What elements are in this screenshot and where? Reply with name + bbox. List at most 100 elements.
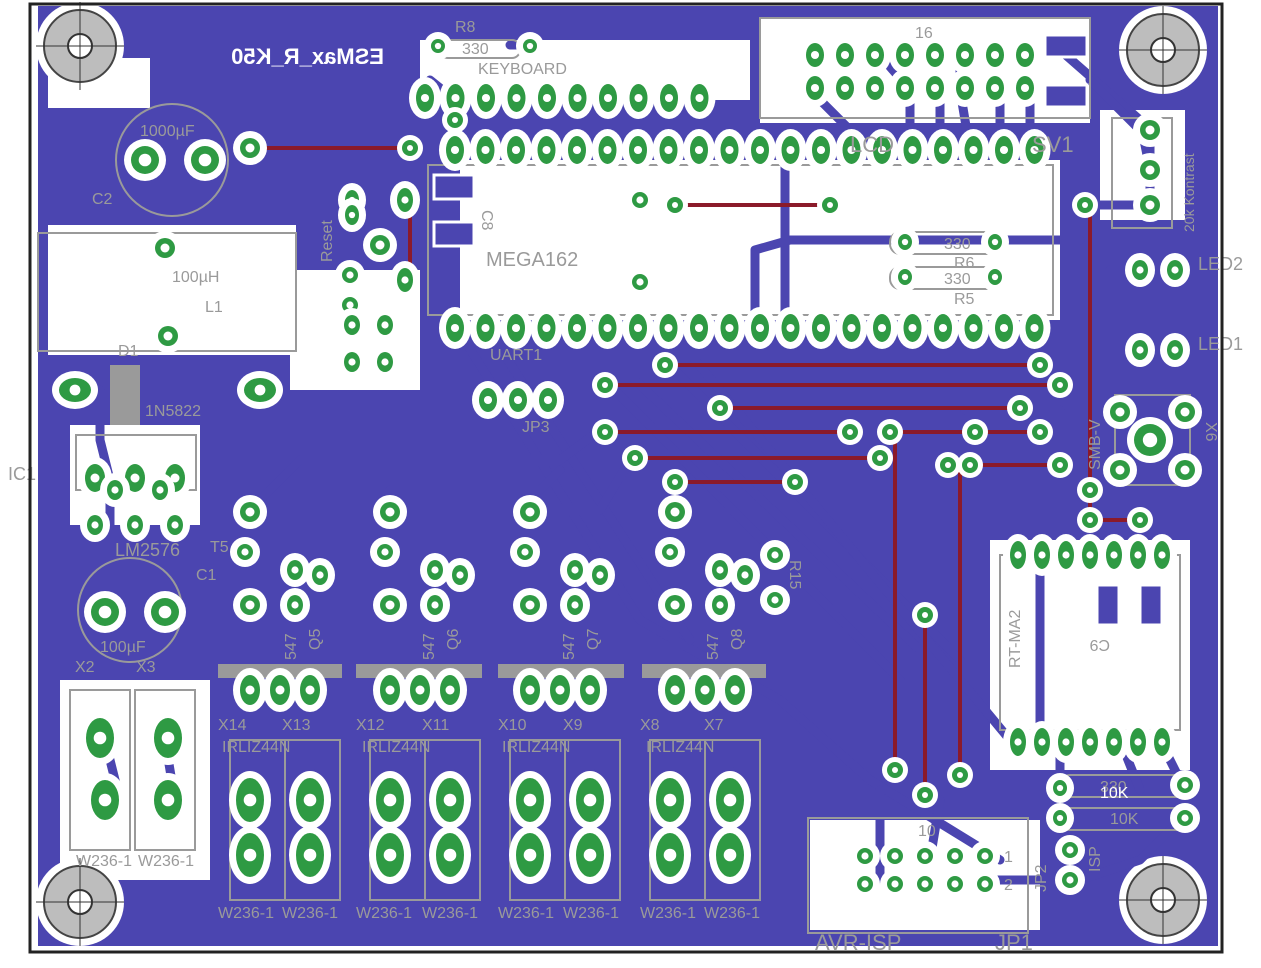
- mosfet-pin: [263, 668, 297, 712]
- isp-pin: [850, 869, 880, 899]
- cap-pin: [337, 345, 367, 379]
- led-pin: [1125, 253, 1155, 287]
- relay-pin: [1147, 534, 1177, 576]
- r-pin: [1170, 803, 1200, 833]
- mcu-pin-top: [591, 129, 624, 171]
- label-x10: X10: [498, 717, 527, 734]
- driver-pin: [560, 588, 590, 622]
- relay-pin: [1027, 721, 1057, 763]
- crystal-pin: [335, 260, 365, 290]
- mcu-pin-top: [805, 129, 837, 171]
- label-jp3: JP3: [522, 419, 550, 436]
- lcd-pin: [979, 36, 1011, 74]
- via: [707, 395, 733, 421]
- label-10k-1: 10K: [1100, 785, 1129, 802]
- terminal-pin: [369, 826, 411, 884]
- terminal-pin: [709, 771, 751, 829]
- label-smb-v: SMB-V: [1087, 419, 1104, 470]
- relay-pin: [1051, 721, 1081, 763]
- reset-pin: [363, 228, 397, 262]
- mounting-hole-top-left: [36, 2, 124, 90]
- label-q7: Q7: [585, 629, 602, 650]
- label-w236-4: W236-1: [282, 905, 338, 922]
- driver-pin: [445, 558, 475, 592]
- keyboard-pin: [439, 77, 472, 119]
- lcd-pin: [829, 36, 861, 74]
- mcu-pin-bottom: [988, 307, 1020, 349]
- led-pin: [1125, 333, 1155, 367]
- relay-pin: [1099, 534, 1129, 576]
- lcd-pin: [1009, 36, 1041, 74]
- x6-pin: [1103, 395, 1137, 429]
- label-pin1: 1: [1004, 849, 1013, 866]
- mosfet-pin: [718, 668, 752, 712]
- terminal-pin: [147, 711, 189, 765]
- lcd-pin: [859, 69, 891, 107]
- label-q8: Q8: [729, 629, 746, 650]
- isp-pin: [970, 869, 1000, 899]
- label-rt-ma2: RT-MA2: [1007, 610, 1024, 668]
- label-lm2576: LM2576: [115, 540, 180, 560]
- via: [912, 782, 938, 808]
- terminal-pin: [509, 826, 551, 884]
- keyboard-pin: [622, 77, 655, 119]
- lcd-pin: [919, 36, 951, 74]
- driver-pin: [233, 588, 267, 622]
- mounting-holes: [36, 2, 1207, 946]
- driver-pin: [233, 495, 267, 529]
- terminal-pin: [289, 826, 331, 884]
- driver-pin: [280, 588, 310, 622]
- label-bc547-6: 547: [421, 633, 438, 660]
- mcu-pin-bottom: [439, 307, 471, 349]
- label-w236-10: W236-1: [704, 905, 760, 922]
- label-bc547-5: 547: [283, 633, 300, 660]
- lcd-pin: [799, 69, 831, 107]
- c1-pin: [144, 591, 186, 633]
- c2-pin: [124, 139, 166, 181]
- via: [1072, 192, 1098, 218]
- via: [947, 762, 973, 788]
- mcu-pin-bottom: [744, 307, 776, 349]
- label-c8: C8: [478, 210, 495, 231]
- mcu-pin-top: [1018, 129, 1051, 171]
- label-irliz44n-2: IRLIZ44N: [362, 739, 430, 756]
- label-w236-7: W236-1: [498, 905, 554, 922]
- jp3-pin: [532, 381, 564, 419]
- isp-pin: [910, 841, 940, 871]
- mosfet-pin: [433, 668, 467, 712]
- mosfet-pin: [373, 668, 407, 712]
- relay-pin: [1003, 534, 1033, 576]
- via: [957, 452, 983, 478]
- via: [397, 135, 423, 161]
- keyboard-pin: [470, 77, 502, 119]
- terminal-pin: [569, 826, 611, 884]
- mcu-pin-top: [683, 129, 715, 171]
- relay-pin: [1027, 534, 1057, 576]
- via: [1027, 419, 1053, 445]
- via: [1077, 507, 1103, 533]
- mounting-hole-bottom-right: [1119, 856, 1207, 944]
- label-pin10: 10: [918, 823, 936, 840]
- led-pin: [1160, 333, 1190, 367]
- r8-pin: [516, 32, 544, 60]
- reset-pin: [390, 181, 420, 219]
- relay-pin: [1123, 721, 1153, 763]
- lcd-pin: [979, 69, 1011, 107]
- keyboard-pin: [531, 77, 563, 119]
- ic1-pin: [145, 473, 175, 507]
- keyboard-pin: [561, 77, 594, 119]
- mcu-pin-top: [988, 129, 1020, 171]
- label-sv1: SV1: [1032, 132, 1074, 157]
- jp2-pin: [1055, 865, 1085, 895]
- mcu-pin-top: [774, 129, 807, 171]
- label-c1: C1: [196, 567, 217, 584]
- label-diode: 1N5822: [145, 403, 201, 420]
- driver-pin: [373, 495, 407, 529]
- terminal-pin: [369, 771, 411, 829]
- label-uart1: UART1: [490, 347, 542, 364]
- via: [1047, 452, 1073, 478]
- driver-pin: [305, 558, 335, 592]
- via: [962, 419, 988, 445]
- driver-pin: [658, 495, 692, 529]
- terminal-pin: [229, 826, 271, 884]
